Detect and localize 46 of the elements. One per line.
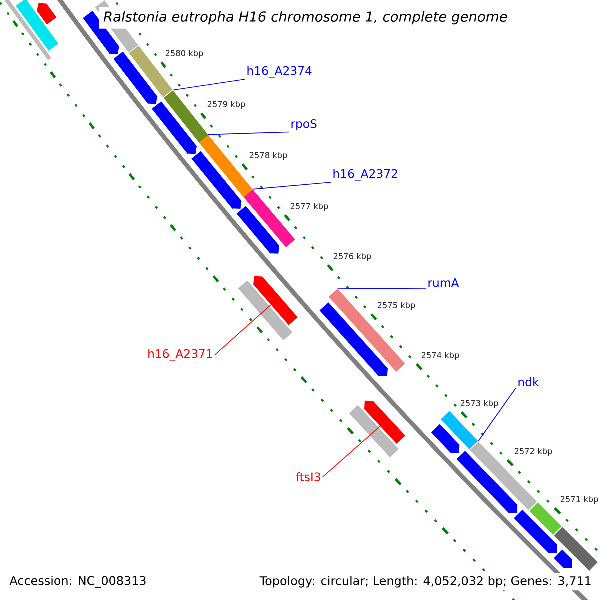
leader-line [252, 182, 332, 190]
gene-feature [470, 442, 538, 510]
tick-label: 2580 kbp [166, 50, 204, 58]
tick-label: 2571 kbp [560, 496, 598, 504]
gene-label: ftsI3 [296, 472, 320, 482]
gene-label: ndk [518, 378, 540, 386]
gene-feature [238, 280, 293, 341]
gene-label: rpoS [292, 119, 317, 131]
leader-line [172, 79, 246, 91]
leader-line [214, 304, 272, 356]
tick-label: 2577 kbp [290, 203, 328, 211]
leader-line [478, 388, 516, 442]
footer-text: Accession: NC_008313 [8, 574, 148, 590]
gene-feature [349, 405, 400, 458]
gene-feature [364, 400, 406, 444]
gene-feature [236, 206, 280, 254]
gene-feature [192, 151, 242, 210]
leader-line [337, 288, 426, 290]
tick-label: 2572 kbp [514, 448, 552, 456]
gene-feature [4, 0, 52, 60]
tick-label: 2578 kbp [250, 152, 288, 160]
tick-label: 2579 kbp [208, 101, 246, 109]
tick-label: 2575 kbp [378, 302, 416, 310]
tick-label: 2576 kbp [334, 253, 372, 261]
gene-label: h16_A2371 [148, 349, 212, 361]
gene-feature [431, 424, 460, 454]
footer-text: Topology: circular; Length: 4,052,032 bp; Genes: 3,711 [256, 573, 595, 591]
gene-label: h16_A2374 [248, 66, 312, 78]
tick-label: 2574 kbp [422, 352, 460, 360]
gene-feature [152, 102, 198, 154]
gene-feature [164, 90, 209, 144]
leader-line [322, 426, 381, 478]
gene-feature [554, 550, 573, 568]
title: Ralstonia eutropha H16 chromosome 1, complete genome [99, 7, 512, 29]
tick-label: 2573 kbp [460, 400, 498, 408]
gene-feature [529, 502, 562, 536]
gene-feature [114, 52, 158, 104]
leader-line [208, 132, 290, 136]
gene-feature [253, 276, 298, 326]
gene-feature [16, 0, 59, 51]
gene-feature [554, 527, 598, 571]
gene-feature [514, 510, 558, 554]
gene-feature [440, 411, 478, 450]
gene-label: rumA [428, 278, 460, 288]
gene-label: h16_A2372 [334, 169, 398, 181]
gene-feature [36, 3, 57, 25]
